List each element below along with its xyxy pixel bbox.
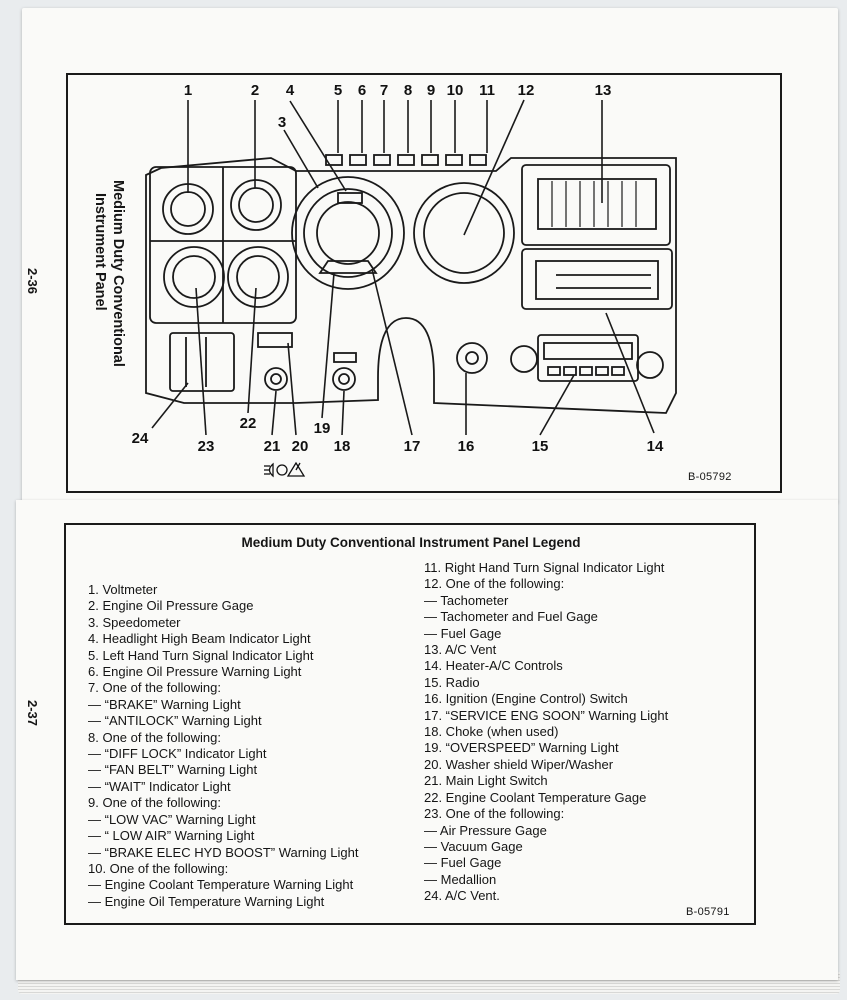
page-number-top: 2-36 (25, 268, 40, 295)
legend-frame (64, 523, 756, 925)
legend-item: 21. Main Light Switch (424, 773, 548, 789)
legend-item: 1. Voltmeter (88, 582, 158, 597)
callout-6: 6 (358, 82, 366, 99)
legend-item: 7. One of the following: (88, 680, 221, 696)
legend-item: 24. A/C Vent. (424, 888, 500, 904)
callout-13: 13 (595, 82, 612, 99)
legend-item: 16. Ignition (Engine Control) Switch (424, 691, 628, 707)
legend-left-column: 1. Voltmeter 2. Engine Oil Pressure Gage… (88, 582, 358, 910)
legend-item: — Medallion (424, 871, 497, 887)
legend-item: — Tachometer (424, 592, 509, 608)
instrument-panel-diagram: 1 2 3 4 5 6 7 8 9 10 11 12 13 14 15 16 1… (132, 82, 677, 478)
legend-item: 6. Engine Oil Pressure Warning Light (88, 664, 302, 680)
headlight-icon (264, 462, 288, 478)
callout-15: 15 (532, 438, 549, 455)
callout-18: 18 (334, 438, 351, 455)
legend-item: 12. One of the following: (424, 576, 565, 592)
legend-item: 10. One of the following: (88, 860, 229, 876)
legend-item: 20. Washer shield Wiper/Washer (424, 756, 614, 772)
callout-14: 14 (647, 438, 664, 455)
legend-item: 17. “SERVICE ENG SOON” Warning Light (424, 707, 669, 723)
callout-7: 7 (380, 82, 388, 99)
legend-item: 2. Engine Oil Pressure Gage (88, 598, 254, 614)
washer-wiper-icon (286, 461, 306, 477)
callout-3: 3 (278, 114, 286, 131)
legend-right-column: 11. Right Hand Turn Signal Indicator Lig… (424, 560, 668, 905)
legend-item: 4. Headlight High Beam Indicator Light (88, 631, 311, 647)
legend-item: 8. One of the following: (88, 729, 221, 745)
legend-item: — Engine Coolant Temperature Warning Lig… (88, 877, 354, 893)
legend-item: — Fuel Gage (424, 855, 502, 871)
callout-20: 20 (292, 438, 309, 455)
legend-item: 9. One of the following: (88, 795, 221, 811)
legend-item: — Vacuum Gage (424, 838, 523, 854)
callout-4: 4 (286, 82, 295, 99)
legend-item: — “FAN BELT” Warning Light (88, 762, 258, 778)
legend-item: 11. Right Hand Turn Signal Indicator Lig… (424, 560, 665, 575)
manual-page-bottom (16, 500, 838, 980)
callout-23: 23 (198, 438, 215, 455)
callout-9: 9 (427, 82, 435, 99)
legend-item: — “ANTILOCK” Warning Light (88, 713, 262, 729)
callout-8: 8 (404, 82, 412, 99)
callout-17: 17 (404, 438, 421, 455)
legend-item: — “LOW VAC” Warning Light (88, 811, 256, 827)
callout-5: 5 (334, 82, 342, 99)
legend-item: — Engine Oil Temperature Warning Light (88, 893, 325, 909)
legend-item: 23. One of the following: (424, 806, 565, 822)
legend-item: 18. Choke (when used) (424, 724, 559, 740)
legend-item: 22. Engine Coolant Temperature Gage (424, 789, 647, 805)
callout-16: 16 (458, 438, 475, 455)
legend-item: 15. Radio (424, 674, 480, 690)
figure-code-bottom: B-05791 (686, 906, 730, 918)
page-number-bottom: 2-37 (25, 700, 40, 727)
legend-title: Medium Duty Conventional Instrument Pane… (241, 535, 581, 550)
callout-2: 2 (251, 82, 259, 99)
callout-1: 1 (184, 82, 192, 99)
legend-item: 3. Speedometer (88, 614, 181, 630)
legend-item: 14. Heater-A/C Controls (424, 658, 563, 674)
callout-21: 21 (264, 438, 281, 455)
callout-22: 22 (240, 415, 257, 432)
legend-item: 5. Left Hand Turn Signal Indicator Light (88, 647, 314, 663)
legend-item: 13. A/C Vent (424, 642, 497, 658)
legend-item: — “WAIT” Indicator Light (88, 778, 231, 794)
callout-10: 10 (447, 82, 464, 99)
legend-item: 19. “OVERSPEED” Warning Light (424, 740, 619, 756)
legend-item: — “BRAKE” Warning Light (88, 696, 241, 712)
callout-12: 12 (518, 82, 535, 99)
figure-code-top: B-05792 (688, 471, 732, 483)
legend-item: — Tachometer and Fuel Gage (424, 609, 598, 625)
diagram-frame (66, 73, 782, 493)
legend-item: — “DIFF LOCK” Indicator Light (88, 746, 267, 762)
callout-19: 19 (314, 420, 331, 437)
callout-24: 24 (132, 430, 149, 447)
legend-item: — “ LOW AIR” Warning Light (88, 828, 255, 844)
legend-item: — Fuel Gage (424, 625, 502, 641)
legend-item: — “BRAKE ELEC HYD BOOST” Warning Light (88, 844, 359, 860)
callout-11: 11 (479, 82, 495, 99)
legend-item: — Air Pressure Gage (424, 822, 547, 838)
